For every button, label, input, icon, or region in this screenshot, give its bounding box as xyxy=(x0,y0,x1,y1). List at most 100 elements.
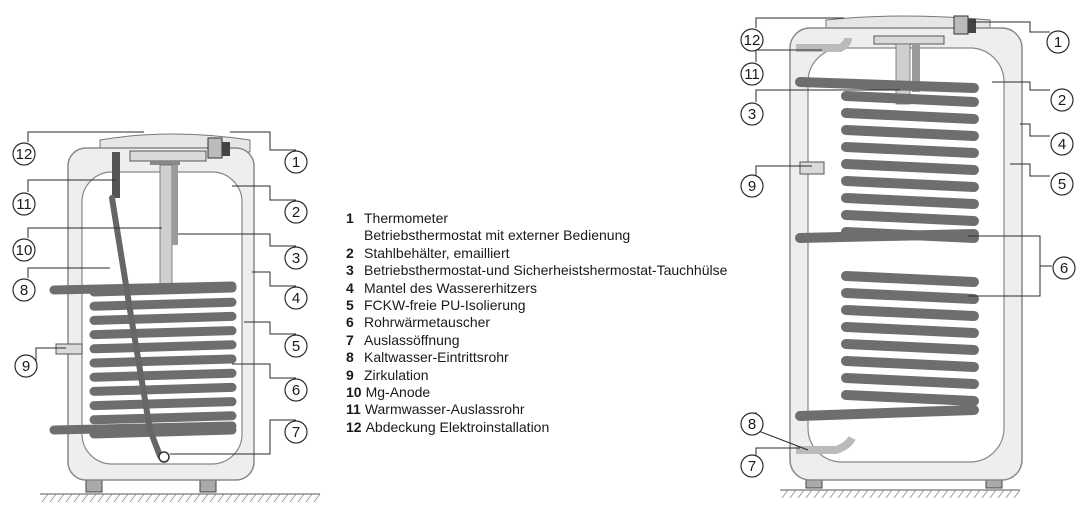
outlet-opening xyxy=(158,451,170,463)
cold-water-pipe xyxy=(109,195,163,459)
leader-line xyxy=(170,419,296,455)
coil-turn xyxy=(841,142,979,158)
callout-6: 6 xyxy=(1052,256,1076,280)
callout-2: 2 xyxy=(284,200,308,224)
leader-line xyxy=(178,233,296,247)
leader-line xyxy=(1010,163,1050,177)
hatch-mark xyxy=(209,493,217,503)
ground-hatch xyxy=(781,489,1021,499)
legend-number: 5 xyxy=(346,297,354,314)
hatch-mark xyxy=(145,493,153,503)
hatch-mark xyxy=(989,489,997,499)
hatch-mark xyxy=(837,489,845,499)
callout-number: 12 xyxy=(744,32,761,49)
legend-text: Zirkulation xyxy=(364,366,429,383)
legend-text: FCKW-freie PU-Isolierung xyxy=(364,297,526,314)
hatch-mark xyxy=(81,493,89,503)
legend-text: Mg-Anode xyxy=(365,384,431,401)
legend-text: Mantel des Wassererhitzers xyxy=(364,279,537,296)
callout-number: 11 xyxy=(16,196,32,213)
callout-circle xyxy=(12,192,36,216)
coil-turn xyxy=(841,339,979,355)
coil-outlet xyxy=(49,421,237,435)
callout-number: 8 xyxy=(20,282,28,299)
hatch-mark xyxy=(297,493,305,503)
callout-12: 12 xyxy=(12,142,36,166)
callout-circle xyxy=(284,420,308,444)
circulation-port xyxy=(799,161,825,175)
coil-turn xyxy=(841,193,979,209)
hatch-mark xyxy=(997,489,1005,499)
callout-circle xyxy=(284,286,308,310)
hatch-mark xyxy=(781,489,789,499)
hatch-mark xyxy=(973,489,981,499)
hatch-mark xyxy=(925,489,933,499)
callout-1: 1 xyxy=(284,150,308,174)
callout-number: 5 xyxy=(292,338,300,355)
hatch-mark xyxy=(1013,489,1021,499)
callout-3: 3 xyxy=(740,102,764,126)
callout-number: 8 xyxy=(748,416,756,433)
callout-2: 2 xyxy=(1050,88,1074,112)
hatch-mark xyxy=(861,489,869,499)
callout-10: 10 xyxy=(12,238,36,262)
hatch-mark xyxy=(893,489,901,499)
callout-5: 5 xyxy=(1050,172,1074,196)
legend-text: Warmwasser-Auslassrohr xyxy=(364,401,525,418)
hatch-mark xyxy=(65,493,73,503)
leader-line xyxy=(230,131,296,151)
hatch-mark xyxy=(233,493,241,503)
legend-number: 11 xyxy=(346,401,361,418)
coil-turn xyxy=(841,390,979,406)
coil-turn xyxy=(89,368,237,382)
coil-turn xyxy=(841,176,979,192)
callout-circle xyxy=(284,378,308,402)
callout-circle xyxy=(740,454,764,478)
hatch-mark xyxy=(965,489,973,499)
leader-line xyxy=(27,227,162,238)
coil-turn xyxy=(841,210,979,226)
hatch-mark xyxy=(981,489,989,499)
hatch-mark xyxy=(41,493,49,503)
callout-circle xyxy=(284,246,308,270)
hatch-mark xyxy=(933,489,941,499)
legend-number: 4 xyxy=(346,279,354,296)
coil-turn xyxy=(89,326,237,340)
warm-water-pipe xyxy=(112,152,120,198)
leader-line xyxy=(232,363,296,379)
leader-line xyxy=(27,131,144,142)
hatch-mark xyxy=(305,493,313,503)
callout-number: 7 xyxy=(748,458,756,475)
legend-number: 12 xyxy=(346,418,362,435)
callout-circle xyxy=(740,174,764,198)
callout-number: 11 xyxy=(744,66,760,83)
legend-text: Abdeckung Elektroinstallation xyxy=(365,418,550,435)
callout-7: 7 xyxy=(284,420,308,444)
hatch-mark xyxy=(169,493,177,503)
hatch-mark xyxy=(805,489,813,499)
hatch-mark xyxy=(201,493,209,503)
hatch-mark xyxy=(797,489,805,499)
callout-number: 9 xyxy=(22,358,30,375)
hatch-mark xyxy=(845,489,853,499)
callout-7: 7 xyxy=(740,454,764,478)
hatch-mark xyxy=(813,489,821,499)
legend-text: Rohrwärmetauscher xyxy=(364,314,491,331)
hatch-mark xyxy=(281,493,289,503)
coil-turn xyxy=(89,297,237,311)
hatch-mark xyxy=(265,493,273,503)
thermostat-sleeve xyxy=(912,44,920,92)
circulation-port xyxy=(55,343,83,355)
callout-number: 6 xyxy=(292,382,300,399)
callout-number: 1 xyxy=(292,154,300,171)
leader-line xyxy=(232,185,296,201)
hatch-mark xyxy=(121,493,129,503)
heat-exchanger-coil xyxy=(795,77,979,421)
